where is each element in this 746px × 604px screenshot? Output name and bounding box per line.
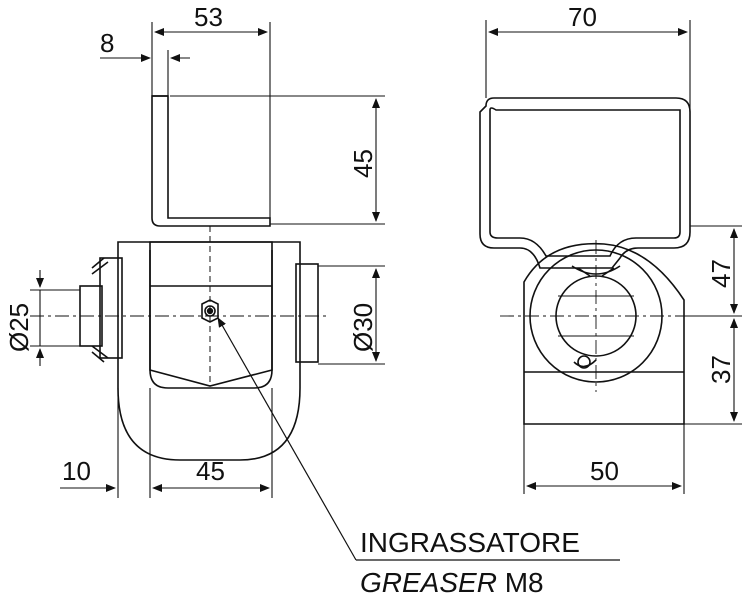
cylinder-block: [149, 241, 273, 387]
right-flange: [295, 263, 319, 363]
greaser-label-en: GREASER M8: [360, 567, 544, 598]
dim-47-label: 47: [706, 259, 736, 288]
dim-70-label: 70: [568, 2, 597, 32]
dim-d30-label: Ø30: [348, 303, 378, 352]
left-view: [30, 95, 330, 461]
right-view: [479, 97, 740, 425]
dim-8-label: 8: [100, 28, 114, 58]
greaser-leader: [217, 317, 620, 561]
dim-d25-label: Ø25: [4, 303, 34, 352]
pivot-body: [523, 242, 685, 425]
dim-45-vertical-label: 45: [348, 149, 378, 178]
greaser-label-it: INGRASSATORE: [360, 527, 580, 558]
u-bracket: [117, 241, 301, 461]
left-flange: [99, 257, 123, 359]
dim-50-label: 50: [590, 456, 619, 486]
dim-37-label: 37: [706, 355, 736, 384]
dim-10-label: 10: [62, 456, 91, 486]
dim-53-label: 53: [194, 2, 223, 32]
upper-plate: [151, 95, 271, 227]
dim-45-horizontal-label: 45: [196, 456, 225, 486]
top-bracket: [479, 97, 691, 269]
